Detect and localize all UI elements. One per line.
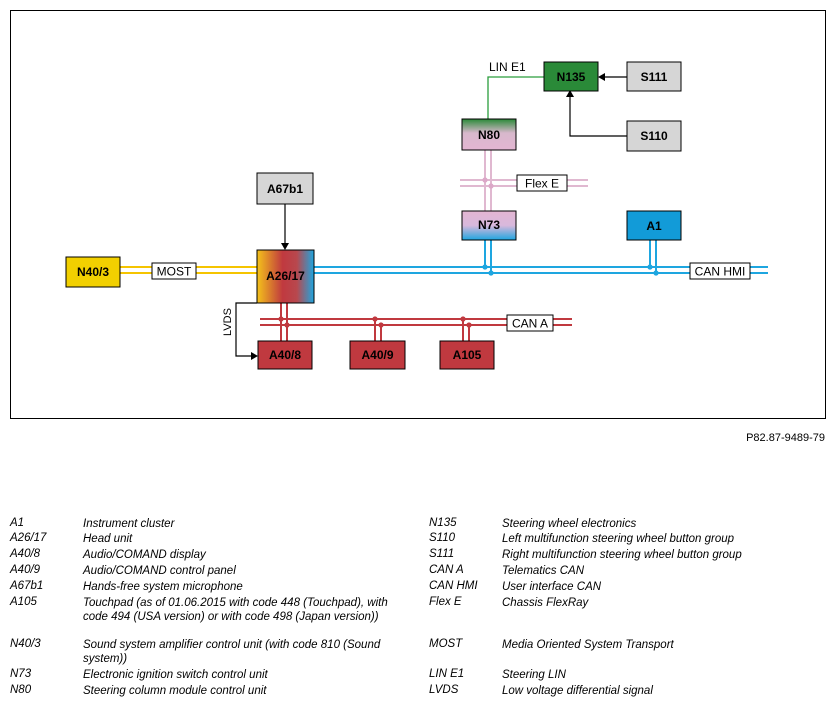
- svg-text:A67b1: A67b1: [267, 182, 303, 196]
- legend-code: S110: [429, 532, 456, 544]
- legend-desc: Sound system amplifier control unit (wit…: [83, 639, 381, 665]
- diagram-frame: [10, 10, 826, 419]
- legend-item: S111 Right multifunction steering wheel …: [429, 548, 829, 562]
- legend-item: N73 Electronic ignition switch control u…: [10, 668, 410, 682]
- bus-label-most: MOST: [151, 262, 197, 280]
- legend-code: N135: [429, 517, 457, 529]
- bus-label-can-hmi: CAN HMI: [689, 262, 751, 280]
- node-s111: S111: [626, 61, 682, 92]
- legend-desc: Right multifunction steering wheel butto…: [502, 549, 742, 561]
- svg-text:CAN A: CAN A: [512, 317, 548, 331]
- legend-desc: Instrument cluster: [83, 518, 175, 530]
- lin-e1-line: [487, 76, 544, 119]
- svg-text:MOST: MOST: [157, 265, 192, 279]
- svg-text:A40/8: A40/8: [269, 348, 301, 362]
- node-a1: A1: [626, 210, 682, 241]
- bus-label-lin-e1: LIN E1: [489, 60, 526, 74]
- legend-item: A40/9 Audio/COMAND control panel: [10, 564, 410, 578]
- legend-desc: Steering wheel electronics: [502, 518, 637, 530]
- svg-text:A40/9: A40/9: [361, 348, 393, 362]
- bus-label-can-a: CAN A: [506, 314, 554, 332]
- legend-desc: Audio/COMAND control panel: [83, 565, 236, 577]
- node-a105: A105: [439, 340, 495, 370]
- legend-item: A1 Instrument cluster: [10, 517, 410, 531]
- legend-desc: Steering column module control unit: [83, 685, 267, 697]
- legend-code: A40/8: [10, 548, 41, 560]
- legend-item: A67b1 Hands-free system microphone: [10, 580, 410, 594]
- legend-code: CAN A: [429, 564, 464, 576]
- node-n40-3: N40/3: [65, 256, 121, 288]
- can-hmi-junctions: [482, 264, 659, 276]
- svg-text:N80: N80: [478, 128, 500, 142]
- node-a26-17: A26/17: [256, 249, 315, 304]
- legend-item: A105 Touchpad (as of 01.06.2015 with cod…: [10, 596, 410, 624]
- legend-item: A26/17 Head unit: [10, 532, 410, 546]
- svg-text:A1: A1: [646, 219, 662, 233]
- legend-desc: Media Oriented System Transport: [502, 639, 674, 651]
- flex-e-junctions: [482, 177, 494, 189]
- legend-item: A40/8 Audio/COMAND display: [10, 548, 410, 562]
- legend-code: LIN E1: [429, 668, 465, 680]
- legend-desc: Audio/COMAND display: [83, 549, 206, 561]
- svg-text:A26/17: A26/17: [266, 269, 305, 283]
- legend-code: A26/17: [10, 532, 47, 544]
- legend-code: CAN HMI: [429, 580, 478, 592]
- legend-desc: Head unit: [83, 533, 133, 545]
- legend-code: A67b1: [10, 580, 44, 592]
- legend-item: MOST Media Oriented System Transport: [429, 638, 829, 652]
- svg-text:N40/3: N40/3: [77, 265, 109, 279]
- legend-code: LVDS: [429, 684, 459, 696]
- node-a40-8: A40/8: [257, 340, 313, 370]
- legend-desc: Steering LIN: [502, 669, 566, 681]
- svg-text:CAN HMI: CAN HMI: [695, 265, 746, 279]
- svg-text:Flex E: Flex E: [525, 177, 559, 191]
- node-a67b1: A67b1: [256, 172, 314, 205]
- node-n73: N73: [461, 210, 517, 241]
- legend-desc: Chassis FlexRay: [502, 597, 589, 609]
- can-a-junctions: [278, 316, 472, 328]
- node-a40-9: A40/9: [349, 340, 406, 370]
- node-n135: N135: [543, 61, 599, 92]
- svg-text:N73: N73: [478, 218, 500, 232]
- legend-code: A105: [10, 596, 37, 608]
- legend-desc: Left multifunction steering wheel button…: [502, 533, 735, 545]
- svg-text:S111: S111: [641, 70, 668, 84]
- arrow-heads: [251, 73, 605, 360]
- signal-arrows: [235, 76, 627, 357]
- svg-text:S110: S110: [640, 129, 668, 143]
- legend-item: LVDS Low voltage differential signal: [429, 684, 829, 698]
- bus-label-lvds: LVDS: [222, 308, 234, 336]
- legend-code: N80: [10, 684, 32, 696]
- bus-label-flex-e: Flex E: [516, 174, 568, 192]
- legend-desc: Touchpad (as of 01.06.2015 with code 448…: [83, 597, 388, 623]
- legend-item: Flex E Chassis FlexRay: [429, 596, 829, 610]
- legend-item: N135 Steering wheel electronics: [429, 517, 829, 531]
- legend-code: A40/9: [10, 564, 41, 576]
- figure-reference: P82.87-9489-79: [746, 432, 825, 444]
- legend-code: N40/3: [10, 638, 41, 650]
- legend-code: Flex E: [429, 596, 462, 608]
- svg-text:A105: A105: [453, 348, 482, 362]
- legend-item: CAN HMI User interface CAN: [429, 580, 829, 594]
- legend-code: S111: [429, 548, 455, 560]
- node-s110: S110: [626, 120, 682, 152]
- svg-text:N135: N135: [557, 70, 586, 84]
- network-diagram: MOST CAN HMI CAN A Flex E LIN E1 LVDS N4…: [65, 60, 768, 370]
- legend-item: N40/3 Sound system amplifier control uni…: [10, 638, 410, 666]
- legend-desc: Low voltage differential signal: [502, 685, 653, 697]
- legend-item: LIN E1 Steering LIN: [429, 668, 829, 682]
- legend-code: MOST: [429, 638, 463, 650]
- legend-desc: Telematics CAN: [502, 565, 585, 577]
- legend-code: N73: [10, 668, 32, 680]
- legend-item: CAN A Telematics CAN: [429, 564, 829, 578]
- node-n80: N80: [461, 118, 517, 151]
- legend-code: A1: [10, 517, 25, 529]
- legend-desc: Hands-free system microphone: [83, 581, 243, 593]
- legend-desc: User interface CAN: [502, 581, 602, 593]
- legend-item: N80 Steering column module control unit: [10, 684, 410, 698]
- legend-item: S110 Left multifunction steering wheel b…: [429, 532, 829, 546]
- legend-desc: Electronic ignition switch control unit: [83, 669, 268, 681]
